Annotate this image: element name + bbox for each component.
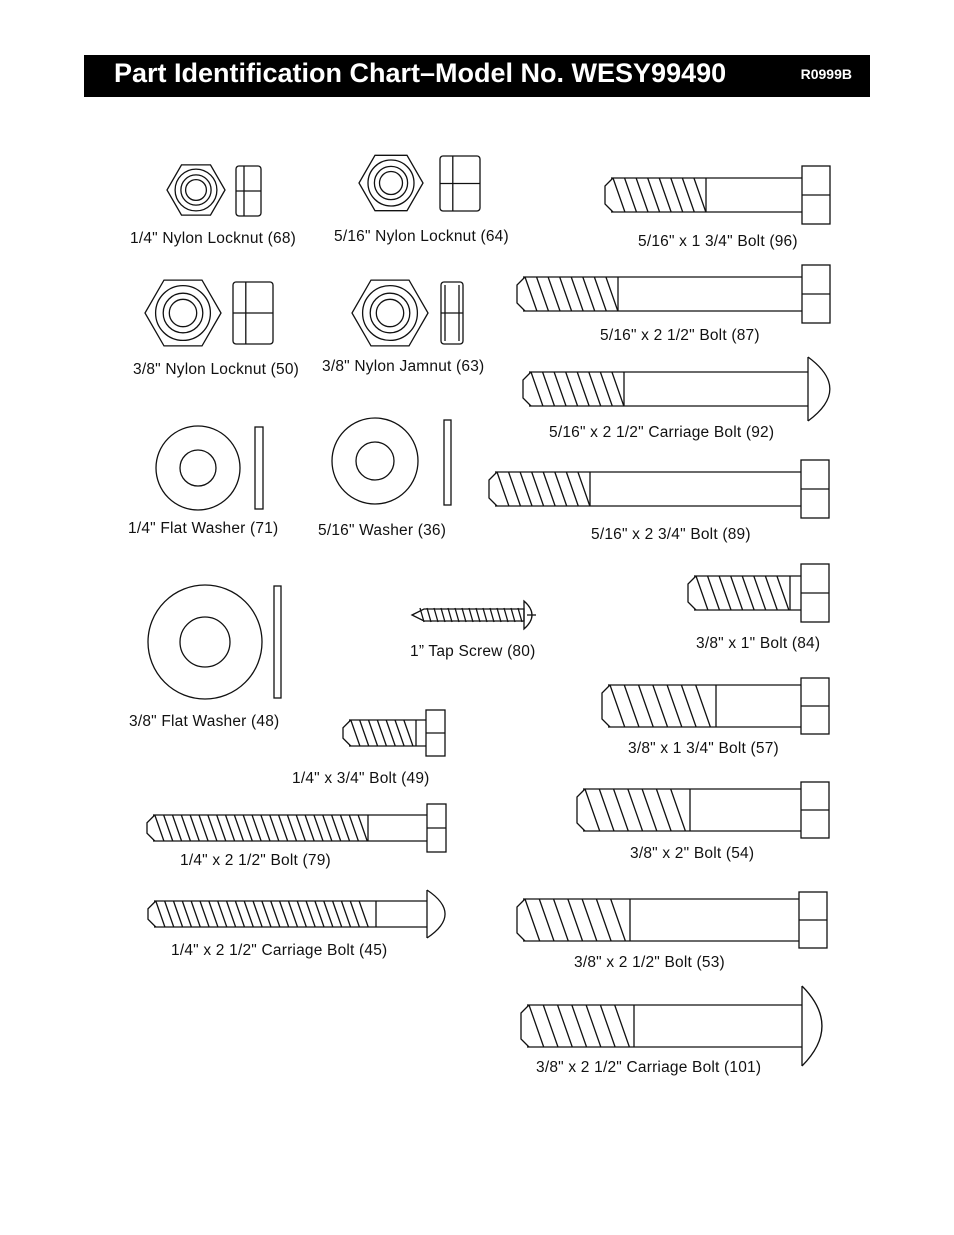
carriage-bolt-icon (147, 889, 446, 939)
part-label: 5/16" x 2 1/2" Carriage Bolt (92) (549, 424, 775, 441)
part-label: 3/8" x 2 1/2" Bolt (53) (574, 954, 725, 971)
carriage-bolt-icon (522, 356, 831, 422)
part-label: 5/16" Washer (36) (318, 522, 447, 539)
part-label: 1/4" x 3/4" Bolt (49) (292, 770, 430, 787)
washer-icon (155, 425, 264, 511)
bolt-icon (342, 709, 446, 757)
part-label: 3/8" x 1 3/4" Bolt (57) (628, 740, 779, 757)
tap-screw-icon (410, 599, 536, 631)
part-label: 3/8" x 2 1/2" Carriage Bolt (101) (536, 1059, 762, 1076)
washer-icon (147, 584, 282, 700)
page-header: Part Identification Chart–Model No. WESY… (84, 55, 870, 97)
part-label: 1/4" x 2 1/2" Bolt (79) (180, 852, 331, 869)
locknut-icon (166, 164, 262, 217)
part-label: 3/8" Nylon Locknut (50) (133, 361, 300, 378)
part-label: 5/16" Nylon Locknut (64) (334, 228, 509, 245)
bolt-icon (687, 563, 830, 623)
locknut-icon (358, 154, 481, 212)
bolt-icon (604, 165, 831, 225)
page-title: Part Identification Chart–Model No. WESY… (114, 58, 727, 88)
part-label: 1/4" x 2 1/2" Carriage Bolt (45) (171, 942, 388, 959)
part-label: 3/8" Flat Washer (48) (129, 713, 280, 730)
part-label: 3/8" x 2" Bolt (54) (630, 845, 755, 862)
part-label: 1/4" Flat Washer (71) (128, 520, 279, 537)
bolt-icon (516, 891, 828, 949)
part-label: 5/16" x 1 3/4" Bolt (96) (638, 233, 798, 250)
jamnut-icon (351, 279, 464, 347)
part-label: 3/8" x 1" Bolt (84) (696, 635, 821, 652)
bolt-icon (488, 459, 830, 519)
part-label: 5/16" x 2 3/4" Bolt (89) (591, 526, 751, 543)
part-label: 3/8" Nylon Jamnut (63) (322, 358, 485, 375)
document-code: R0999B (800, 66, 852, 82)
bolt-icon (601, 677, 830, 735)
bolt-icon (516, 264, 831, 324)
washer-icon (331, 417, 452, 506)
bolt-icon (576, 781, 830, 839)
bolt-icon (146, 803, 447, 853)
part-label: 1” Tap Screw (80) (410, 643, 536, 660)
part-label: 5/16" x 2 1/2" Bolt (87) (600, 327, 760, 344)
carriage-bolt-icon (520, 985, 823, 1067)
locknut-icon (144, 279, 274, 347)
part-label: 1/4" Nylon Locknut (68) (130, 230, 297, 247)
